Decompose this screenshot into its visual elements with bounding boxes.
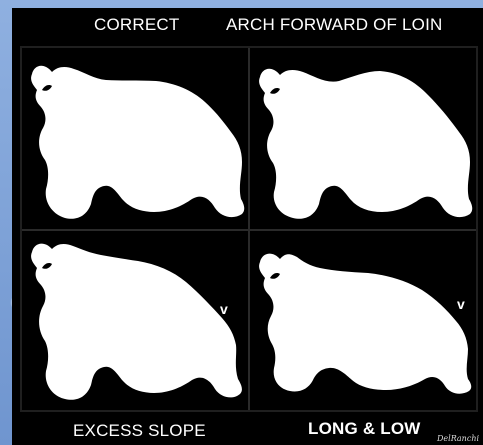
slope-marker: v: [220, 302, 228, 316]
caption-excess-slope: EXCESS SLOPE: [73, 422, 206, 439]
caption-long-and-low: LONG & LOW: [308, 420, 420, 437]
panel-arch-forward-of-loin: v: [252, 50, 474, 227]
diagram-frame: CORRECT ARCH FORWARD OF LOIN v v: [12, 8, 483, 445]
caption-arch-forward-of-loin: ARCH FORWARD OF LOIN: [226, 16, 443, 33]
arch-marker: v: [347, 91, 355, 105]
panel-excess-slope: v: [24, 233, 246, 410]
dog-silhouette-arch: [252, 50, 474, 227]
caption-correct: CORRECT: [94, 16, 179, 33]
dog-silhouette-correct: [24, 50, 246, 227]
dog-silhouette-excess-slope: [24, 233, 246, 410]
panel-long-and-low: v v: [252, 233, 474, 410]
panel-correct: [24, 50, 246, 227]
topline-marker: v: [457, 297, 465, 311]
artist-signature: DelRanchi: [437, 434, 479, 443]
grid-divider-horizontal: [22, 229, 476, 231]
comparison-grid: v v v v: [20, 46, 478, 412]
leg-length-marker: v: [279, 374, 287, 388]
